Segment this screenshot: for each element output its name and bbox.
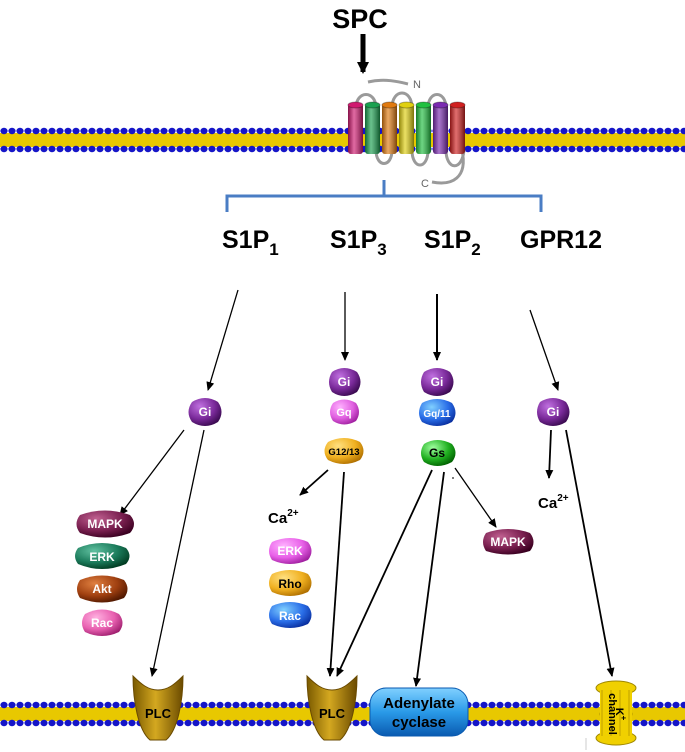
svg-text:MAPK: MAPK [87,517,123,531]
svg-text:Gi: Gi [547,405,560,419]
k-channel: K+channel [595,680,637,746]
s1p3-gq: Gq [330,399,359,425]
s1p2-gi: Gi [421,368,454,396]
k-channel-label: K+channel [606,693,628,735]
s1p1-akt: Akt [77,575,128,603]
s1p1-plc: PLC [132,674,184,741]
s1p1-rac: Rac [82,609,123,636]
spc-label: SPC [332,4,388,34]
gpr12-gi: Gi [537,398,570,426]
c-terminus-tail [431,149,465,185]
svg-text:PLC: PLC [145,706,172,721]
c-terminus-label: C [421,178,429,190]
gpr12-calcium-label: Ca2+ [538,493,569,512]
plasma-membrane-top [0,127,685,153]
s1p3-g1213: G12/13 [324,438,364,464]
s1p3-calcium-label: Ca2+ [268,508,299,527]
svg-text:Gs: Gs [429,446,445,460]
receptor-s1p1-label: S1P1 [222,226,279,259]
receptor-gpr12-label: GPR12 [520,226,602,254]
svg-text:Gq/11: Gq/11 [423,409,451,420]
s1p3-gi: Gi [329,368,361,396]
s1p1-erk: ERK [75,543,130,569]
s1p1-gi: Gi [188,398,222,426]
svg-text:ERK: ERK [89,550,115,564]
svg-text:Gq: Gq [336,407,351,419]
svg-text:Rac: Rac [91,616,113,630]
s1p2-mapk: MAPK [483,529,534,555]
n-terminus-label: N [413,79,421,91]
svg-text:cyclase: cyclase [392,714,446,731]
svg-text:MAPK: MAPK [490,535,526,549]
svg-text:Rac: Rac [279,609,301,623]
s1p2-gq11: Gq/11 [419,399,456,426]
receptor-s1p2-label: S1P2 [424,226,481,259]
s1p2-gs: Gs [421,440,456,466]
s1p3-plc: PLC [306,674,358,741]
stray-dot [452,477,454,479]
adenylate-cyclase: Adenylate cyclase [369,687,469,737]
receptor-s1p3-label: S1P3 [330,226,387,259]
n-terminus-tail [367,78,409,86]
svg-text:Akt: Akt [92,582,111,596]
svg-text:Gi: Gi [338,375,351,389]
gpcr-receptor: N C [347,78,466,190]
svg-text:G12/13: G12/13 [328,447,359,458]
svg-text:Adenylate: Adenylate [383,695,455,712]
receptor-subtype-bracket [225,180,543,212]
s1p3-rho: Rho [269,570,312,596]
s1p1-mapk: MAPK [76,510,134,538]
svg-text:Gi: Gi [199,405,212,419]
s1p3-rac: Rac [269,602,312,628]
svg-text:Gi: Gi [431,375,444,389]
pathway-arrows [119,289,615,687]
s1p3-erk: ERK [269,538,312,564]
svg-text:PLC: PLC [319,706,346,721]
svg-text:Rho: Rho [278,577,301,591]
svg-text:ERK: ERK [277,544,303,558]
